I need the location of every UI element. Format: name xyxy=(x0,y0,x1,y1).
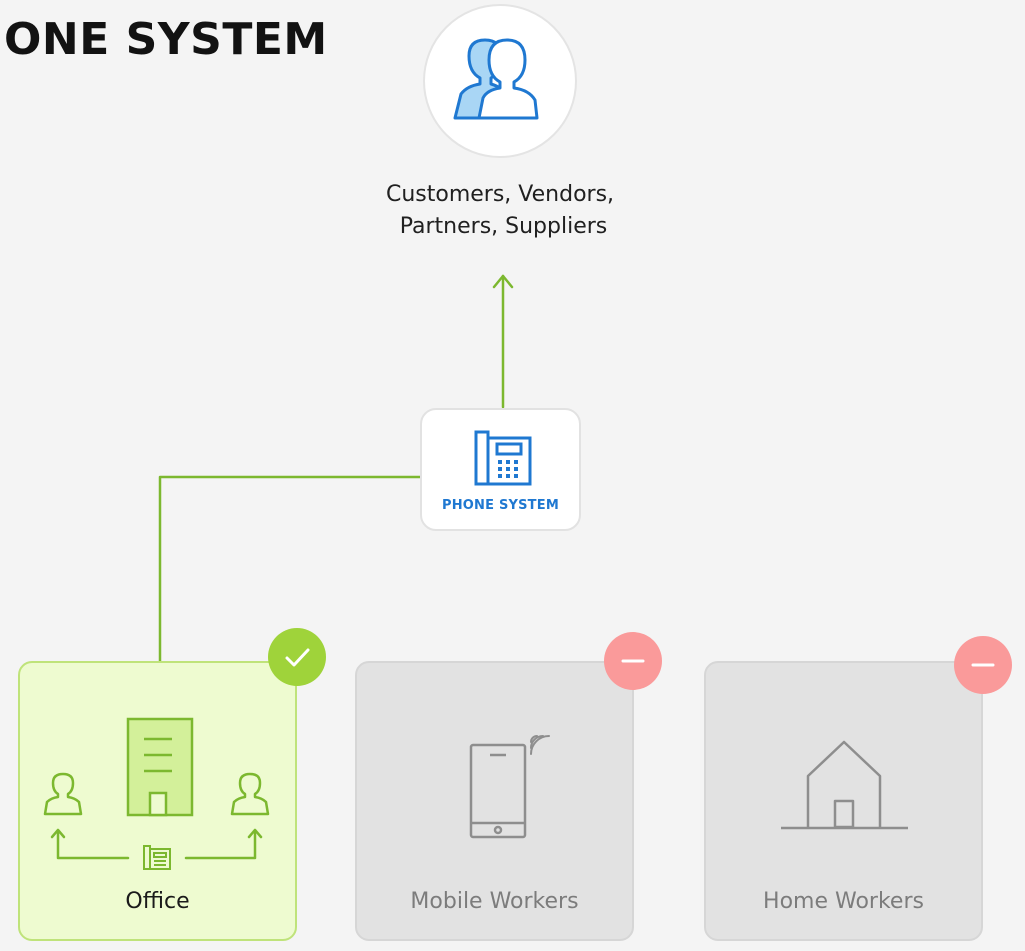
mobile-workers-card[interactable]: Mobile Workers xyxy=(355,661,634,941)
people-icon xyxy=(453,38,539,120)
office-label: Office xyxy=(125,889,190,914)
house-icon xyxy=(781,740,908,830)
mobile-disabled-badge xyxy=(604,632,662,690)
user-icon-left xyxy=(43,772,83,816)
building-icon xyxy=(126,717,194,817)
office-check-badge xyxy=(268,628,326,686)
phone-system-label: PHONE SYSTEM xyxy=(442,498,559,513)
home-workers-label: Home Workers xyxy=(763,889,924,914)
arrow-up-head xyxy=(492,274,514,289)
mini-phone-icon xyxy=(143,845,171,870)
customers-label-line1: Customers, Vendors, xyxy=(385,182,615,207)
connector-left-line xyxy=(158,475,422,686)
mobile-workers-label: Mobile Workers xyxy=(410,889,579,914)
home-workers-card[interactable]: Home Workers xyxy=(704,661,983,941)
home-illustration xyxy=(781,740,908,830)
mobile-illustration xyxy=(469,735,550,839)
phone-system-node: PHONE SYSTEM xyxy=(420,408,581,531)
desk-phone-icon xyxy=(474,430,532,486)
home-disabled-badge xyxy=(954,636,1012,694)
check-icon xyxy=(285,648,310,667)
office-connector-arrows xyxy=(50,828,263,860)
customers-label-line2: Partners, Suppliers xyxy=(392,214,608,239)
customers-label: Customers, Vendors, Partners, Suppliers xyxy=(330,179,670,243)
minus-icon xyxy=(971,663,995,667)
page-title: ONE SYSTEM xyxy=(4,14,328,65)
user-icon-right xyxy=(230,772,270,816)
customers-node xyxy=(423,4,577,158)
office-card[interactable]: Office xyxy=(18,661,297,941)
smartphone-icon xyxy=(469,743,527,839)
signal-icon xyxy=(530,735,550,755)
office-illustration xyxy=(43,717,270,870)
minus-icon xyxy=(621,659,645,663)
